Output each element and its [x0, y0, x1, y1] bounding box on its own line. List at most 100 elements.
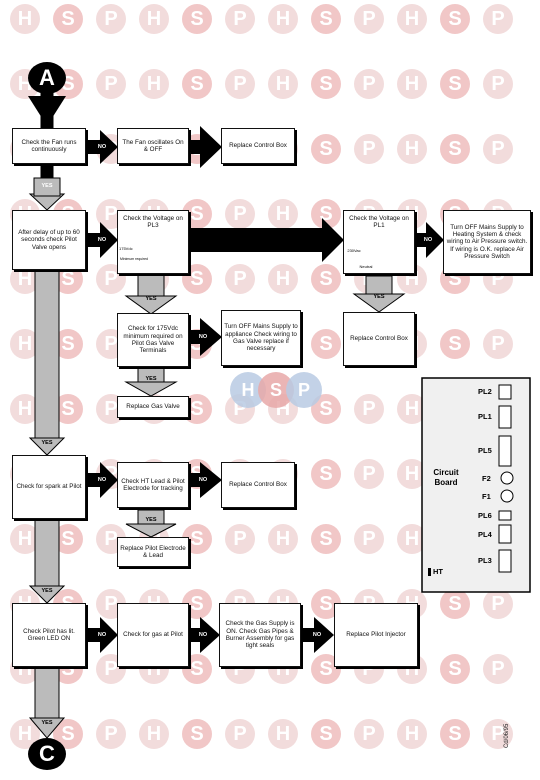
yes-arrow-pl3 [137, 274, 165, 298]
no-label-r4a: NO [97, 632, 107, 638]
watermark-letter: H [139, 719, 169, 749]
connector-pl6 [498, 510, 512, 521]
yes-head-pl1 [352, 293, 406, 313]
watermark-letter: H [10, 4, 40, 34]
watermark-letter: S [440, 719, 470, 749]
watermark-letter: H [268, 524, 298, 554]
trunk-head-4 [28, 585, 66, 604]
watermark-letter: P [225, 69, 255, 99]
watermark-letter: S [440, 69, 470, 99]
no-arrow-r2c [414, 222, 444, 258]
pl1-meter-label: 230Vac [347, 248, 361, 253]
no-arrow-r3a [88, 462, 118, 498]
no-arrow-r1b [186, 126, 222, 168]
label-pl3: PL3 [478, 556, 492, 565]
watermark-letter: S [311, 69, 341, 99]
box-voltage-pl3: Check the Voltage on PL3 [117, 210, 189, 274]
fuse-f2 [500, 471, 514, 485]
label-ht: HT [433, 567, 443, 576]
circuit-board-title-1: Circuit [433, 468, 459, 477]
watermark-letter: S [311, 524, 341, 554]
watermark-letter: S [311, 4, 341, 34]
watermark-letter: P [354, 134, 384, 164]
watermark-letter: S [182, 69, 212, 99]
watermark-letter: S [182, 4, 212, 34]
watermark-letter: P [225, 719, 255, 749]
label-f2: F2 [482, 474, 491, 483]
yes-label-4: YES [41, 720, 53, 726]
box-replace-gas-valve: Replace Gas Valve [117, 396, 189, 418]
watermark-letter: P [225, 199, 255, 229]
label-pl1: PL1 [478, 412, 492, 421]
watermark-center-letter: P [286, 372, 322, 408]
watermark-letter: P [354, 524, 384, 554]
label-pl6: PL6 [478, 511, 492, 520]
watermark-letter: P [225, 264, 255, 294]
no-label-r3a: NO [97, 477, 107, 483]
trunk-shaft-2 [34, 519, 60, 589]
no-label-r4c: NO [312, 632, 322, 638]
watermark-letter: H [268, 264, 298, 294]
pl3-required-label: Minimum required [119, 257, 148, 261]
box-replace-control-box-1: Replace Control Box [221, 128, 295, 164]
pl3-meter-label: 175Vdc [119, 246, 133, 251]
watermark-letter: P [96, 719, 126, 749]
watermark-letter: S [440, 654, 470, 684]
watermark-letter: S [53, 719, 83, 749]
box-fan-runs: Check the Fan runs continuously [12, 128, 86, 164]
watermark-letter: H [268, 199, 298, 229]
box-replace-pilot-injector: Replace Pilot Injector [334, 603, 418, 667]
side-code: Cd/06/95 [504, 723, 510, 748]
box-check-175vdc: Check for 175Vdc minimum required on Pil… [117, 313, 189, 367]
trunk-head-3 [28, 437, 66, 456]
box-replace-pilot-electrode: Replace Pilot Electrode & Lead [117, 537, 189, 567]
box-pilot-valve-opens: After delay of up to 60 seconds check Pi… [12, 210, 86, 270]
yes-head-ht [125, 523, 177, 538]
yes-label-ht: YES [145, 517, 157, 523]
yes-label-3: YES [41, 588, 53, 594]
box-spark-at-pilot: Check for spark at Pilot [12, 455, 86, 519]
no-label-r3b: NO [198, 477, 208, 483]
watermark-letter: H [397, 719, 427, 749]
watermark-letter: P [354, 459, 384, 489]
watermark-letter: P [354, 69, 384, 99]
box-voltage-pl1: Check the Voltage on PL1 [343, 210, 415, 274]
box-replace-control-box-2: Replace Control Box [343, 312, 415, 366]
watermark-letter: S [182, 719, 212, 749]
trunk-shaft-1 [34, 269, 60, 439]
yes-label-175v: YES [145, 376, 157, 382]
watermark-letter: H [268, 719, 298, 749]
connector-pl5 [498, 435, 512, 467]
connector-pl2 [498, 384, 512, 400]
watermark-letter: H [397, 4, 427, 34]
box-gas-supply-on: Check the Gas Supply is ON. Check Gas Pi… [219, 603, 301, 667]
no-label-175v: NO [198, 334, 208, 340]
trunk-head-5 [28, 717, 66, 739]
circuit-board-title-2: Board [434, 478, 458, 487]
connector-pl1 [498, 405, 512, 429]
box-ht-lead: Check HT Lead & Pilot Electrode for trac… [117, 462, 189, 508]
watermark-letter: P [483, 719, 513, 749]
box-gas-at-pilot: Check for gas at Pilot [117, 603, 189, 667]
watermark-letter: P [225, 524, 255, 554]
watermark-letter: S [440, 589, 470, 619]
no-arrow-r2a [88, 222, 118, 258]
fuse-f1 [500, 489, 514, 503]
watermark-letter: H [268, 69, 298, 99]
watermark-letter: P [483, 654, 513, 684]
no-label-r4b: NO [198, 632, 208, 638]
watermark-letter: S [311, 329, 341, 359]
yes-label-pl3: YES [145, 296, 157, 302]
yes-label-1: YES [41, 183, 53, 189]
trunk-yes-1 [33, 177, 61, 197]
watermark-letter: P [483, 589, 513, 619]
label-pl5: PL5 [478, 446, 492, 455]
yes-head-175v [124, 381, 178, 397]
watermark-letter: P [96, 69, 126, 99]
watermark-letter: P [483, 134, 513, 164]
no-arrow-r3b [186, 462, 222, 498]
watermark-letter: S [440, 134, 470, 164]
watermark-letter: H [139, 4, 169, 34]
watermark-letter: P [354, 4, 384, 34]
